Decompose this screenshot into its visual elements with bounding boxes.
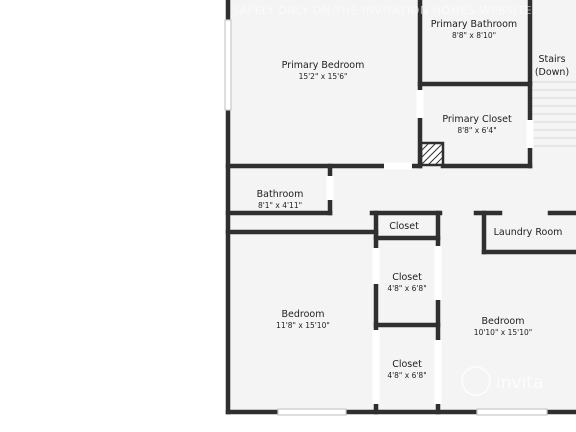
room-dimensions: 10'10" x 15'10" [474,328,532,337]
room-name: Closet [392,359,422,370]
room-name: Primary Bedroom [282,60,365,71]
windows [224,19,548,416]
room-dimensions: 8'8" x 8'10" [452,31,496,40]
room-dimensions: 4'8" x 6'8" [387,371,426,380]
stairs-label: Stairs [538,54,565,65]
watermark-brand: invita [496,373,543,393]
room-name: Laundry Room [494,227,563,238]
room-primary-closet: Primary Closet 8'8" x 6'4" [442,114,512,135]
room-primary-bathroom: Primary Bathroom 8'8" x 8'10" [431,19,517,40]
room-name: Bedroom [282,309,325,320]
room-name: Bathroom [257,189,304,200]
door-openings [326,90,534,404]
floor-area [228,0,576,412]
room-bedroom-left: Bedroom 11'8" x 15'10" [276,309,330,330]
hatched-column [419,141,445,167]
room-dimensions: 15'2" x 15'6" [299,72,348,81]
room-name: Closet [392,272,422,283]
stairs-direction: (Down) [535,67,569,78]
room-primary-bedroom: Primary Bedroom 15'2" x 15'6" [282,60,365,81]
room-closet-upper: Closet 4'8" x 6'8" [387,272,426,293]
room-dimensions: 11'8" x 15'10" [276,321,330,330]
room-dimensions: 8'1" x 4'11" [258,201,302,210]
room-name: Primary Bathroom [431,19,517,30]
room-closet-lower: Closet 4'8" x 6'8" [387,359,426,380]
room-laundry: Laundry Room [494,227,563,238]
room-name: Primary Closet [442,114,512,125]
stairs-area [530,0,576,150]
watermark-text: SAFELY ONLY ON THE INVITATION HOMES WEBS… [232,4,532,17]
room-stairs: Stairs (Down) [535,54,569,78]
room-name: Closet [389,221,419,232]
room-dimensions: 8'8" x 6'4" [457,126,496,135]
page-margin [0,0,226,432]
watermark-logo-icon [461,366,491,396]
room-bedroom-right: Bedroom 10'10" x 15'10" [474,316,532,337]
room-dimensions: 4'8" x 6'8" [387,284,426,293]
room-bathroom: Bathroom 8'1" x 4'11" [257,189,304,210]
room-hall-closet: Closet [389,221,419,232]
room-name: Bedroom [482,316,525,327]
watermark: SAFELY ONLY ON THE INVITATION HOMES WEBS… [232,4,543,396]
